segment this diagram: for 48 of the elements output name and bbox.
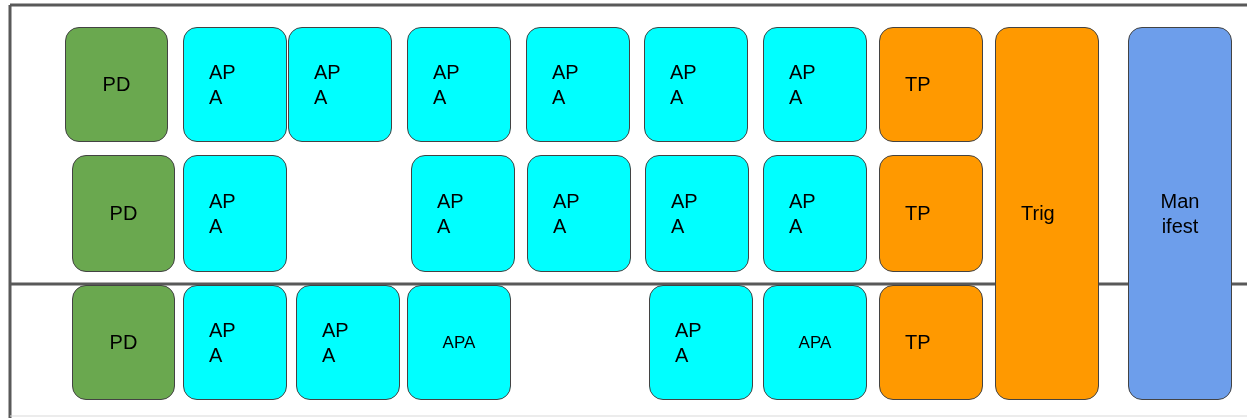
apa-box: [296, 285, 400, 400]
apa-box: [763, 27, 867, 142]
pd-box: [72, 285, 175, 400]
box-label: TP: [905, 201, 931, 226]
box-label: APA: [209, 317, 237, 368]
box-label: APA: [314, 59, 342, 110]
box-label: APA: [433, 59, 461, 110]
box-label: TP: [905, 72, 931, 97]
apa-box: [288, 27, 392, 142]
box-label: APA: [442, 332, 476, 354]
trig-box: [995, 27, 1099, 400]
apa-box: [407, 27, 511, 142]
tp-box: [879, 27, 983, 142]
apa-box: [411, 155, 515, 272]
box-label: APA: [671, 188, 699, 239]
apa-box: [763, 285, 867, 400]
tp-box: [879, 155, 983, 272]
apa-box: [183, 27, 287, 142]
pd-box: [65, 27, 168, 142]
apa-box: [527, 155, 631, 272]
pd-box: [72, 155, 175, 272]
apa-box: [644, 27, 748, 142]
box-label: APA: [789, 59, 817, 110]
box-label: APA: [552, 59, 580, 110]
apa-box: [183, 285, 287, 400]
apa-box: [183, 155, 287, 272]
box-label: PD: [109, 330, 138, 355]
box-label: Trig: [1021, 201, 1055, 226]
box-label: PD: [109, 201, 138, 226]
box-label: APA: [209, 59, 237, 110]
box-label: PD: [102, 72, 131, 97]
box-label: APA: [675, 317, 703, 368]
box-label: APA: [553, 188, 581, 239]
box-label: APA: [209, 188, 237, 239]
apa-box: [763, 155, 867, 272]
box-label: TP: [905, 330, 931, 355]
apa-box: [407, 285, 511, 400]
apa-box: [526, 27, 630, 142]
box-label: APA: [437, 188, 465, 239]
box-label: Manifest: [1159, 188, 1201, 239]
box-label: APA: [789, 188, 817, 239]
box-label: APA: [670, 59, 698, 110]
manifest-box: [1128, 27, 1232, 400]
apa-box: [645, 155, 749, 272]
apa-box: [649, 285, 753, 400]
tp-box: [879, 285, 983, 400]
box-label: APA: [798, 332, 832, 354]
box-label: APA: [322, 317, 350, 368]
